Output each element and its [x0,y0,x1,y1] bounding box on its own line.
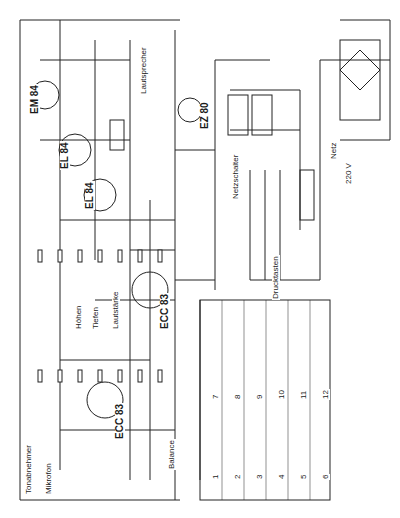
wire [60,220,175,221]
resistor-symbol [158,370,162,382]
wire [215,60,270,61]
wire [40,140,130,141]
callout-number: 4 [278,474,286,480]
resistor-symbol [78,250,82,262]
resistor-symbol [58,250,62,262]
table-rule [244,300,245,500]
tube-label: EM 84 [30,84,40,115]
wire [60,20,61,470]
callout-number: 10 [278,389,286,400]
wire [60,360,150,361]
callout-number: 1 [212,474,220,480]
part-label: Drucktasten [272,255,280,300]
resistor-symbol [98,370,102,382]
part-label: Tiefen [92,306,100,330]
resistor-symbol [118,250,122,262]
callout-number: 8 [234,394,242,400]
wire [340,20,390,21]
wire [40,60,130,61]
resistor-symbol [78,370,82,382]
callout-number: 3 [256,474,264,480]
wire [265,170,266,280]
wire [340,140,390,141]
tube-label: EL 84 [85,182,95,211]
callout-number: 12 [322,389,330,400]
transformer-symbol [300,170,314,220]
wire [175,150,215,151]
callout-number: 5 [300,474,308,480]
resistor-symbol [138,250,142,262]
parts-table [200,300,330,500]
tube-label: ECC 83 [115,403,125,440]
part-label: Höhen [75,304,83,330]
part-label: Lautstärke [112,291,120,330]
transformer-symbol [228,95,248,135]
wire [130,40,131,480]
tube-label: EL 84 [60,142,70,171]
resistor-symbol [58,370,62,382]
transformer-symbol [110,120,124,150]
part-label: 220 V [345,162,353,185]
tube-label: ECC 83 [160,293,170,330]
transformer-symbol [340,40,380,120]
resistor-symbol [138,370,142,382]
callout-number: 11 [300,390,308,400]
wire [230,90,300,91]
part-label: Balance [168,439,176,470]
table-rule [310,300,311,500]
wire [150,200,151,480]
wire [20,20,180,21]
wire [230,130,300,131]
wire [215,60,216,290]
rectifier-bridge [340,50,380,90]
tube-symbol [178,98,202,122]
resistor-symbol [118,370,122,382]
resistor-symbol [38,370,42,382]
part-label: Tonabnehmer [25,444,33,495]
wire [175,280,215,281]
table-rule [266,300,267,500]
tube-label: EZ 80 [200,101,210,130]
part-label: Netz [330,142,338,160]
table-rule [222,300,223,500]
part-label: Mikrofon [45,462,53,495]
resistor-symbol [38,250,42,262]
callout-number: 6 [322,474,330,480]
callout-number: 7 [212,394,220,400]
wire [95,40,96,260]
wire [320,60,321,280]
callout-number: 2 [234,474,242,480]
resistor-symbol [158,250,162,262]
table-rule [288,300,289,500]
tube-symbol [84,179,116,211]
wire [390,20,391,140]
resistor-symbol [98,250,102,262]
callout-number: 9 [256,394,264,400]
wire [20,500,180,501]
transformer-symbol [252,95,272,135]
wire [250,170,251,280]
wire [20,20,21,500]
part-label: Lautsprecher [140,46,148,95]
part-label: Netzschalter [232,154,240,200]
wire [250,280,320,281]
wire [130,250,175,251]
wiring [20,20,390,500]
